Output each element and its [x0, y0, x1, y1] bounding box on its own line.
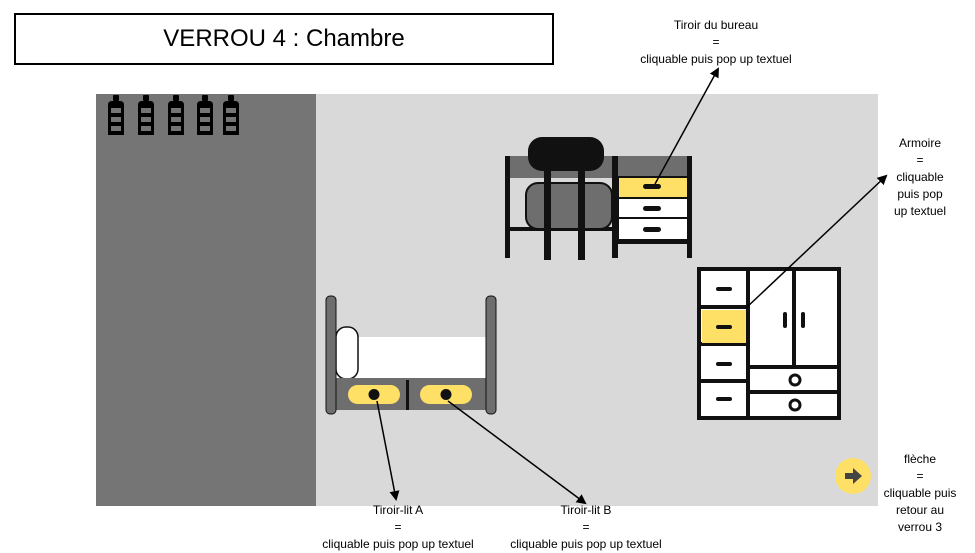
page-title: VERROU 4 : Chambre — [14, 13, 554, 65]
bed-drawer-a[interactable] — [348, 385, 400, 404]
bed-drawer-a-annotation: Tiroir-lit A = cliquable puis pop up tex… — [306, 502, 490, 553]
arrow-annotation: flèche = cliquable puis retour au verrou… — [876, 451, 964, 536]
annotation-name: Armoire — [898, 136, 941, 150]
bottle-icon — [223, 95, 239, 135]
desk-drawer-connector — [654, 67, 719, 185]
annotation-line: up textuel — [893, 204, 947, 218]
next-arrow-button[interactable] — [835, 458, 871, 494]
annotation-line: verrou 3 — [897, 520, 943, 534]
annotation-description: cliquable puis pop up textuel — [322, 537, 474, 551]
wardrobe — [697, 267, 841, 420]
desk-drawer-annotation: Tiroir du bureau = cliquable puis pop up… — [616, 17, 816, 68]
wardrobe-connector — [745, 174, 888, 309]
bed-drawer-b-annotation: Tiroir-lit B = cliquable puis pop up tex… — [494, 502, 678, 553]
desk-drawer[interactable] — [617, 176, 689, 199]
annotation-line: cliquable — [896, 170, 944, 184]
annotation-equals: = — [582, 520, 590, 534]
lives-bar — [108, 95, 239, 135]
annotation-equals: = — [916, 469, 924, 483]
annotation-name: flèche — [903, 452, 937, 466]
annotation-equals: = — [916, 153, 924, 167]
bottle-icon — [197, 95, 213, 135]
annotation-equals: = — [394, 520, 402, 534]
arrow-right-icon — [845, 468, 862, 484]
bed-drawer-a-connector — [376, 400, 400, 501]
bottle-icon — [138, 95, 154, 135]
bottle-icon — [168, 95, 184, 135]
bed-drawer-b[interactable] — [420, 385, 472, 404]
wardrobe-drawer[interactable] — [702, 310, 746, 343]
annotation-description: cliquable puis pop up textuel — [640, 52, 792, 66]
annotation-description: cliquable puis pop up textuel — [510, 537, 662, 551]
desk-chair — [525, 137, 613, 260]
annotation-name: Tiroir-lit A — [372, 503, 424, 517]
annotation-line: puis pop — [897, 187, 943, 201]
wardrobe-annotation: Armoire = cliquable puis pop up textuel — [880, 135, 960, 220]
annotation-connectors — [376, 67, 888, 505]
bottle-icon — [108, 95, 124, 135]
annotation-name: Tiroir-lit B — [560, 503, 612, 517]
annotation-line: cliquable puis — [883, 486, 957, 500]
annotation-name: Tiroir du bureau — [673, 18, 759, 32]
annotation-line: retour au — [895, 503, 945, 517]
annotation-equals: = — [712, 35, 720, 49]
inventory-side-panel — [96, 94, 316, 506]
bed-drawer-b-connector — [447, 400, 587, 505]
